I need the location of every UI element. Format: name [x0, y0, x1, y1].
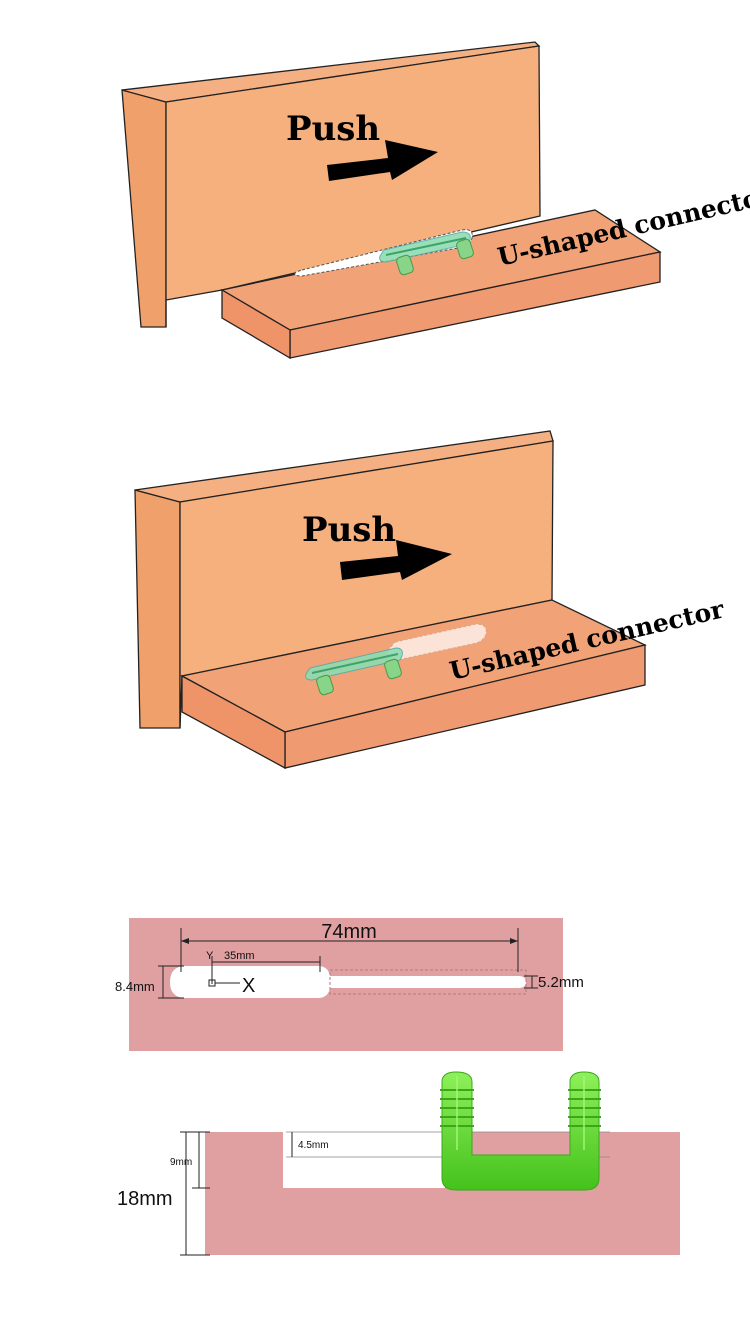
slot-outline [387, 623, 487, 661]
u-connector-green-icon [440, 1071, 601, 1191]
slot-shape [170, 966, 526, 998]
width-label: 8.4mm [115, 979, 155, 994]
scene-1: Push U-shaped connector [121, 41, 750, 360]
x-label: X [242, 975, 255, 997]
scene-2: Push U-shaped connector [134, 430, 727, 770]
offset-label: 35mm [224, 950, 255, 962]
length-label: 74mm [321, 921, 377, 943]
shelf-side [221, 288, 291, 360]
shelf-side [181, 674, 286, 770]
u-connector-icon [379, 231, 474, 276]
y-label: Y [206, 950, 214, 962]
depth-label: 9mm [170, 1157, 192, 1168]
groove-label: 4.5mm [298, 1140, 329, 1151]
board-side [121, 89, 167, 328]
push-arrow-icon [327, 140, 438, 181]
board-thickness-label: 18mm [117, 1188, 173, 1210]
push-label: Push [302, 510, 396, 550]
push-label: Push [286, 109, 380, 149]
side-view-diagram: 9mm 18mm 4.5mm [117, 1071, 680, 1256]
board-side [134, 489, 181, 729]
top-view-diagram: 74mm Y 35mm X 8.4mm 5.2mm [115, 918, 584, 1051]
narrow-width-label: 5.2mm [538, 974, 584, 991]
u-connector-icon [305, 647, 403, 696]
push-arrow-icon [340, 540, 452, 580]
